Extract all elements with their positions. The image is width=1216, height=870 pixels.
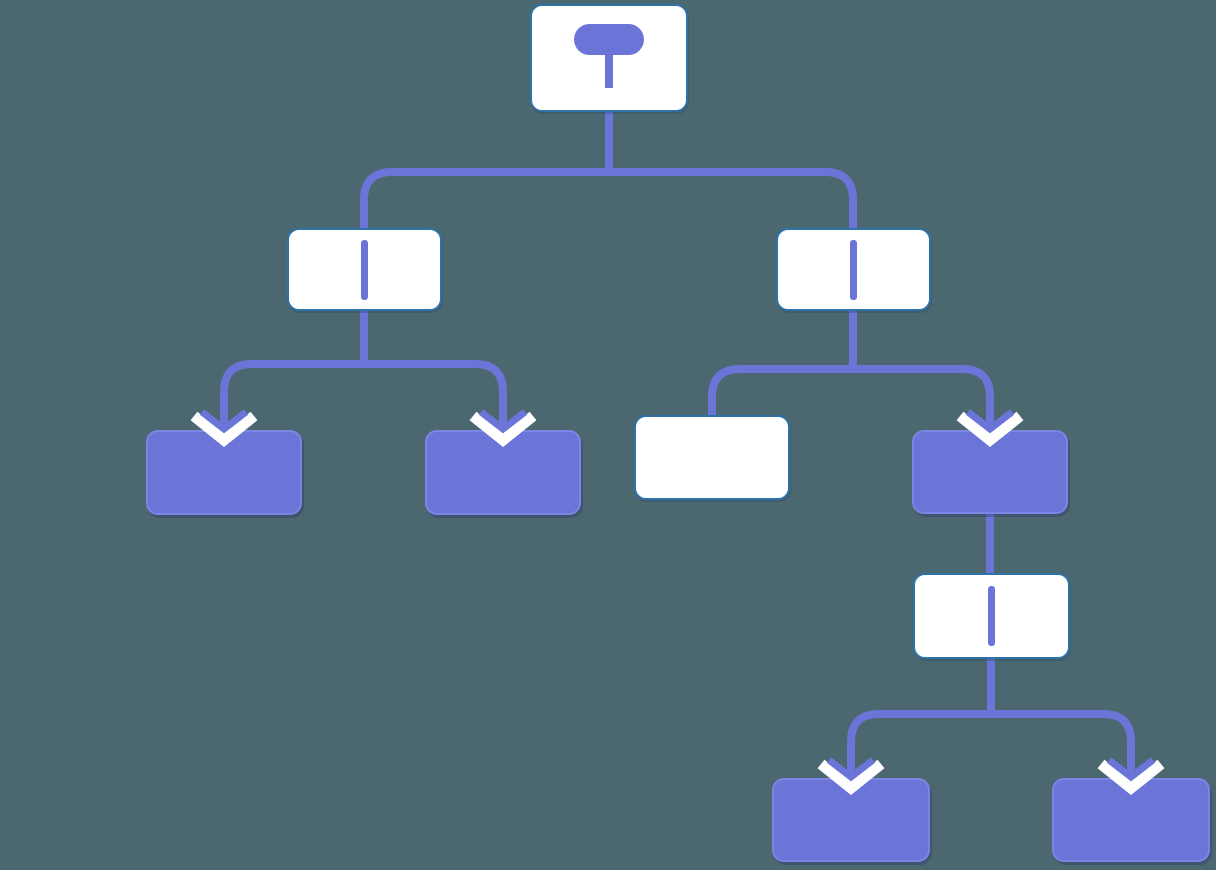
edge-branch-right-children xyxy=(708,365,994,426)
drop-chevron-icon xyxy=(817,751,885,796)
vertical-bar-icon xyxy=(850,239,857,300)
drop-chevron-icon xyxy=(956,403,1024,448)
edge-branch-left-children xyxy=(220,360,507,426)
edge-root-branches xyxy=(360,168,857,230)
node-root[interactable] xyxy=(530,4,688,112)
node-branch-bottom[interactable] xyxy=(913,573,1070,659)
vertical-bar-icon xyxy=(988,586,995,646)
drop-chevron-icon xyxy=(469,403,537,448)
node-branch-right[interactable] xyxy=(776,228,931,311)
node-branch-left[interactable] xyxy=(287,228,442,311)
pill-stem-icon xyxy=(574,24,644,90)
vertical-bar-icon xyxy=(361,239,368,300)
drop-chevron-icon xyxy=(1097,751,1165,796)
edge-branch-bottom-children xyxy=(847,710,1135,774)
node-plain-white[interactable] xyxy=(634,415,790,500)
drop-chevron-icon xyxy=(190,403,258,448)
